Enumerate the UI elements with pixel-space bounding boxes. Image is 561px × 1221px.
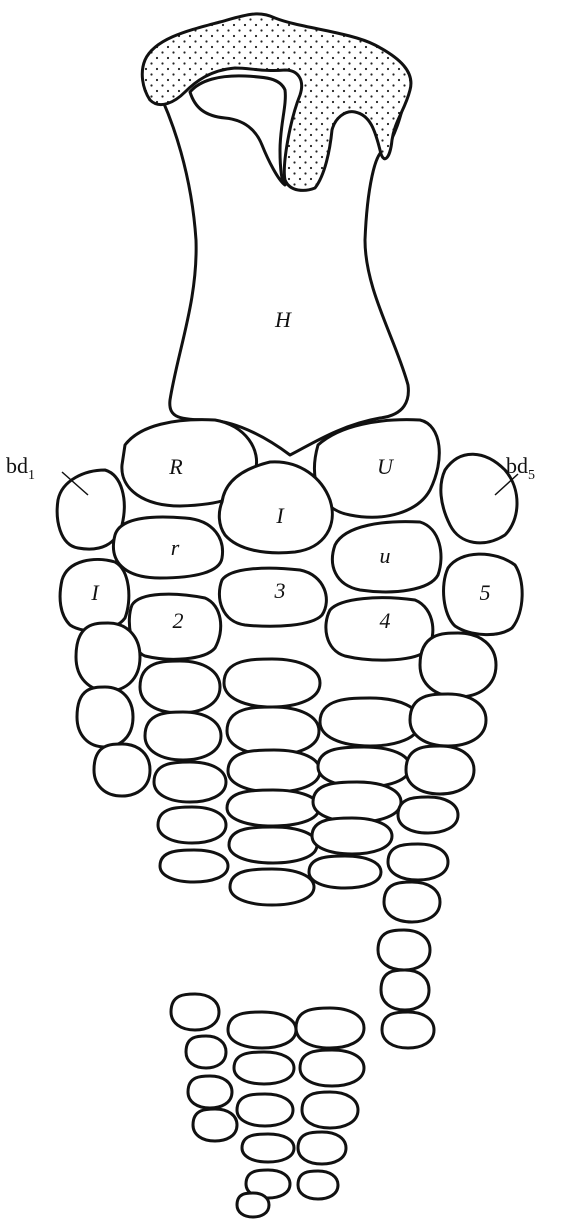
phalanx-bone [410, 694, 486, 746]
phalanx-bone [420, 633, 496, 697]
phalanx-bone [77, 687, 133, 747]
phalanx-bone [230, 869, 314, 905]
label-H: H [274, 307, 292, 332]
phalanx-bone [384, 882, 440, 922]
phalanx-bone [309, 856, 381, 888]
phalanx-bone [237, 1094, 293, 1126]
phalanx-bone [160, 850, 228, 882]
phalanx-bone [406, 746, 474, 794]
phalanx-bone [76, 623, 140, 691]
phalanx-bone [229, 827, 317, 863]
phalanx-bone [145, 712, 221, 760]
phalanx-bone [302, 1092, 358, 1128]
phalanx-bone [296, 1008, 364, 1048]
phalanx-bone [320, 698, 420, 746]
digit-3-bone [219, 568, 326, 626]
phalanx-bone [228, 1012, 296, 1048]
phalanx-bone [224, 659, 320, 707]
label-3: 3 [274, 578, 286, 603]
phalanx-bone [298, 1171, 338, 1199]
phalanx-bone [227, 707, 319, 755]
r-bone [113, 517, 222, 578]
phalanx-bone [381, 970, 429, 1010]
phalanx-bone [171, 994, 219, 1030]
phalanx-bone [237, 1193, 269, 1217]
phalanx-bone [312, 818, 392, 854]
phalanx-bone [186, 1036, 226, 1068]
label-U: U [377, 454, 395, 479]
phalanx-bone [388, 844, 448, 880]
label-5: 5 [480, 580, 491, 605]
phalanx-bone [313, 782, 401, 822]
phalanx-bone [227, 790, 319, 826]
phalanx-bone [300, 1050, 364, 1086]
phalanx-bone [378, 930, 430, 970]
phalanx-bone [158, 807, 226, 843]
phalanx-bone [188, 1076, 232, 1108]
phalanx-bone [140, 661, 220, 713]
label-u: u [380, 543, 391, 568]
phalanx-bone [234, 1052, 294, 1084]
label-bd1: bd1 [6, 453, 35, 483]
phalanx-bone [228, 750, 320, 792]
phalanx-bone [193, 1109, 237, 1141]
phalanx-bone [298, 1132, 346, 1164]
phalanx-bone [94, 744, 150, 796]
phalanx-bone [382, 1012, 434, 1048]
phalanges-group [76, 623, 496, 1217]
label-2: 2 [173, 608, 184, 633]
label-r: r [171, 535, 180, 560]
phalanx-bone [154, 762, 226, 802]
phalanx-bone [398, 797, 458, 833]
phalanx-bone [242, 1134, 294, 1162]
label-R: R [168, 454, 183, 479]
label-4: 4 [380, 608, 391, 633]
